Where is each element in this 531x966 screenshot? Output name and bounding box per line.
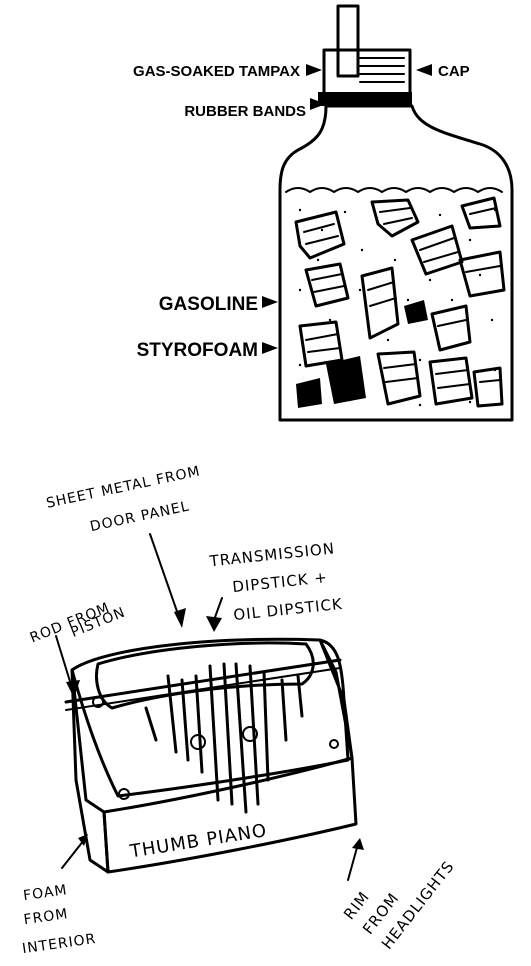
- label-cap: CAP: [438, 63, 470, 80]
- label-tampax: GAS-SOAKED TAMPAX: [133, 63, 300, 80]
- arrow-gasoline: [262, 296, 278, 308]
- arrow-rod: [56, 636, 72, 688]
- label-sheet-metal-2: DOOR PANEL: [89, 498, 191, 535]
- arrowhead-rim: [352, 838, 364, 850]
- arrow-tampax: [306, 64, 322, 76]
- label-rubber-bands: RUBBER BANDS: [184, 103, 306, 120]
- label-foam-3: INTERIOR: [21, 931, 97, 957]
- label-transmission-3: OIL DIPSTICK: [233, 595, 344, 624]
- label-foam-1: FOAM: [22, 882, 68, 904]
- label-transmission-1: TRANSMISSION: [208, 539, 336, 570]
- arrowhead-sheet-metal: [174, 608, 186, 628]
- label-styrofoam: STYROFOAM: [137, 340, 258, 361]
- piano-box-top: [72, 639, 348, 796]
- arrowhead-transmission: [206, 616, 222, 632]
- label-gasoline: GASOLINE: [159, 294, 258, 315]
- arrow-rim: [348, 844, 358, 880]
- arrow-cap: [416, 64, 432, 76]
- cap-hatching: [360, 58, 404, 82]
- rubber-bands: [318, 92, 412, 106]
- label-foam-2: FROM: [23, 906, 70, 928]
- sheet-metal-plate: [97, 643, 314, 708]
- arrow-styrofoam: [262, 342, 278, 354]
- label-transmission-2: DIPSTICK +: [232, 568, 329, 596]
- arrow-sheet-metal: [150, 534, 180, 620]
- wick: [338, 6, 358, 76]
- arrow-foam: [62, 840, 84, 868]
- gasoline-surface: [286, 188, 502, 192]
- arrow-transmission: [214, 598, 222, 620]
- styrofoam-chunks: [296, 198, 504, 408]
